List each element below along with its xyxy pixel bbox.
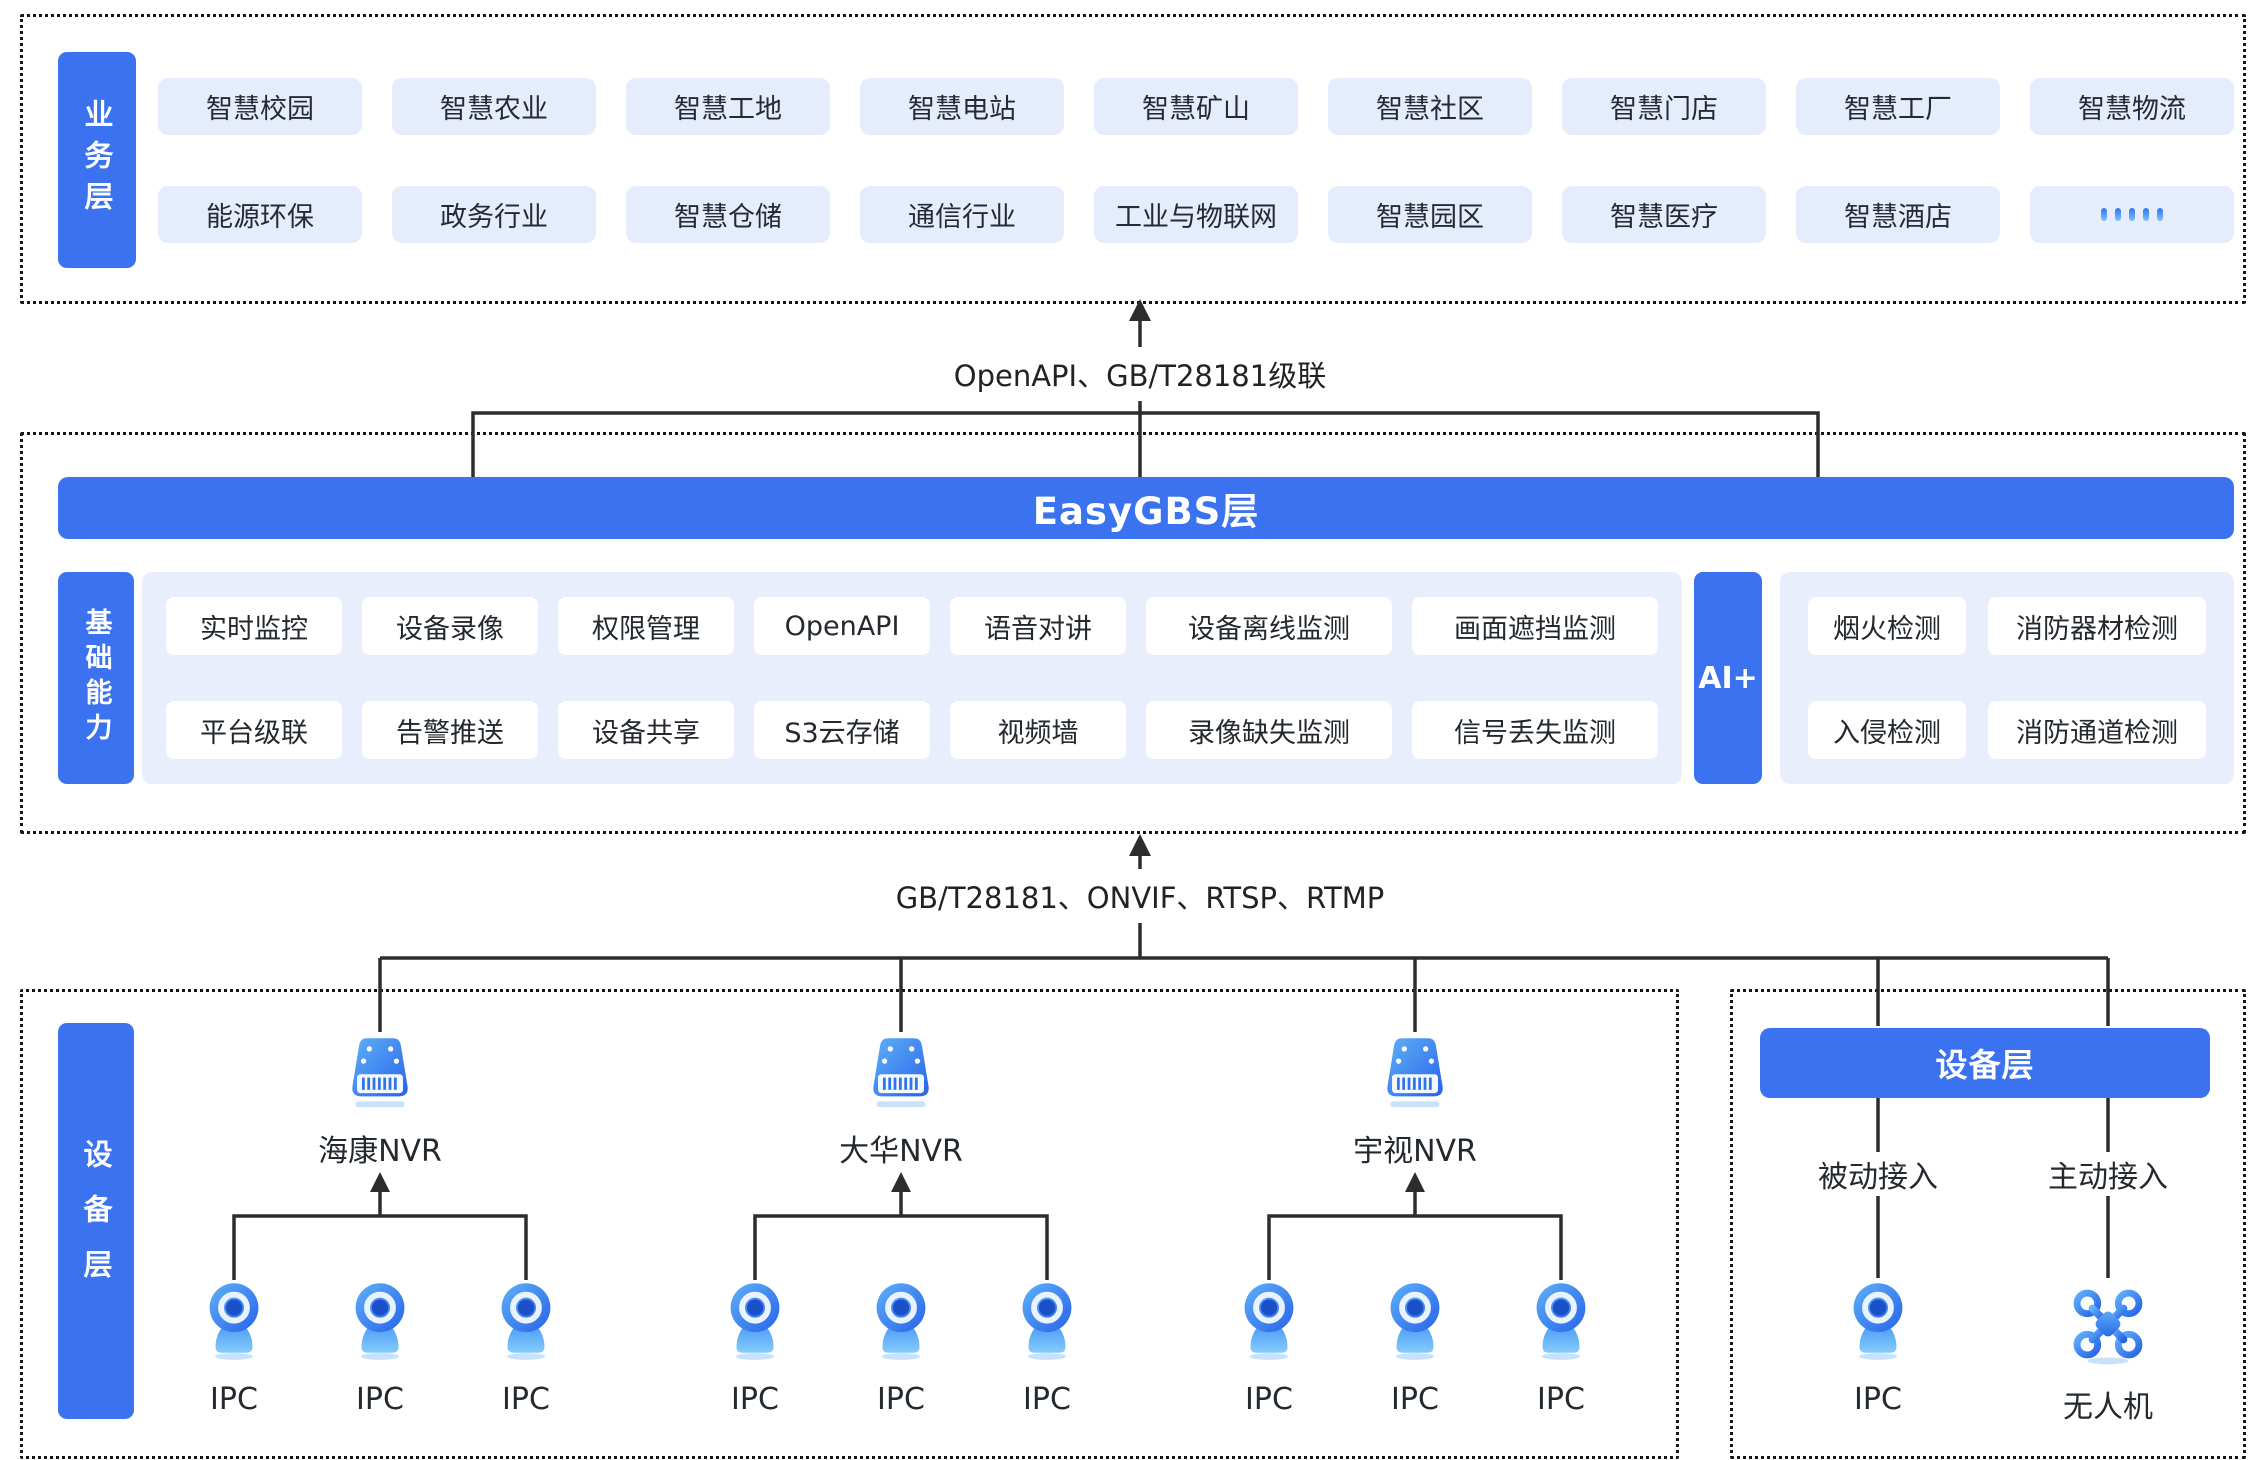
business-chip: 智慧酒店 xyxy=(1796,186,2000,243)
business-chip: 智慧园区 xyxy=(1328,186,1532,243)
ipc-camera-icon xyxy=(864,1278,938,1361)
business-chip: 智慧农业 xyxy=(392,78,596,135)
easygbs-banner: EasyGBS层 xyxy=(58,477,2234,539)
ai-plus-label: AI+ xyxy=(1694,572,1762,784)
business-chip: 工业与物联网 xyxy=(1094,186,1298,243)
ipc-camera-icon xyxy=(343,1278,417,1361)
base-capability-label: 基础能力 xyxy=(58,572,134,784)
ellipsis-dots-icon xyxy=(2030,186,2234,243)
business-chip: 智慧物流 xyxy=(2030,78,2234,135)
capability-chip: 信号丢失监测 xyxy=(1412,701,1658,759)
capability-row: 平台级联 告警推送 设备共享 S3云存储 视频墙 录像缺失监测 信号丢失监测 xyxy=(142,701,1682,759)
ipc-label: IPC xyxy=(1391,1382,1439,1417)
nvr-label: 大华NVR xyxy=(839,1134,963,1169)
business-chip: 政务行业 xyxy=(392,186,596,243)
capability-chip: 设备共享 xyxy=(558,701,734,759)
business-layer-label: 业务层 xyxy=(58,52,136,268)
ipc-label: IPC xyxy=(210,1382,258,1417)
capability-chip: OpenAPI xyxy=(754,597,930,655)
ipc-label: IPC xyxy=(356,1382,404,1417)
ipc-label: IPC xyxy=(1537,1382,1585,1417)
ipc-camera-icon xyxy=(1232,1278,1306,1361)
active-access-label: 主动接入 xyxy=(1998,1152,2218,1196)
capability-chip: 录像缺失监测 xyxy=(1146,701,1392,759)
ai-chip: 消防通道检测 xyxy=(1988,701,2206,759)
capability-chip: S3云存储 xyxy=(754,701,930,759)
device-layer-label: 设备层 xyxy=(58,1023,134,1419)
passive-access-label: 被动接入 xyxy=(1768,1152,1988,1196)
ai-capability-panel: 烟火检测 消防器材检测 入侵检测 消防通道检测 xyxy=(1780,572,2234,784)
business-chip-grid: 智慧校园 智慧农业 智慧工地 智慧电站 智慧矿山 智慧社区 智慧门店 智慧工厂 … xyxy=(158,78,2234,243)
ai-chip: 入侵检测 xyxy=(1808,701,1966,759)
arrow-up-icon xyxy=(1129,834,1151,856)
nvr-label: 宇视NVR xyxy=(1353,1134,1477,1169)
ipc-camera-icon xyxy=(1524,1278,1598,1361)
device-access-header: 设备层 xyxy=(1760,1028,2210,1098)
capability-row: 实时监控 设备录像 权限管理 OpenAPI 语音对讲 设备离线监测 画面遮挡监… xyxy=(142,597,1682,655)
business-chip: 智慧门店 xyxy=(1562,78,1766,135)
ipc-label: IPC xyxy=(1023,1382,1071,1417)
drone-label: 无人机 xyxy=(2063,1390,2153,1425)
business-chip: 能源环保 xyxy=(158,186,362,243)
capability-chip: 告警推送 xyxy=(362,701,538,759)
business-chip: 智慧社区 xyxy=(1328,78,1532,135)
link-label-bottom: GB/T28181、ONVIF、RTSP、RTMP xyxy=(820,869,1460,923)
capability-chip: 画面遮挡监测 xyxy=(1412,597,1658,655)
business-chip: 智慧仓储 xyxy=(626,186,830,243)
business-chip: 智慧工地 xyxy=(626,78,830,135)
drone-icon xyxy=(2065,1281,2151,1367)
nvr-device-icon xyxy=(1374,1030,1456,1112)
base-capability-panel: 实时监控 设备录像 权限管理 OpenAPI 语音对讲 设备离线监测 画面遮挡监… xyxy=(142,572,1682,784)
ipc-label: IPC xyxy=(731,1382,779,1417)
nvr-device-icon xyxy=(339,1030,421,1112)
ipc-label: IPC xyxy=(502,1382,550,1417)
ipc-camera-icon xyxy=(1841,1278,1915,1361)
business-chip: 智慧医疗 xyxy=(1562,186,1766,243)
nvr-label: 海康NVR xyxy=(318,1134,442,1169)
capability-chip: 设备离线监测 xyxy=(1146,597,1392,655)
business-chip: 智慧矿山 xyxy=(1094,78,1298,135)
business-chip: 通信行业 xyxy=(860,186,1064,243)
capability-chip: 视频墙 xyxy=(950,701,1126,759)
ipc-label: IPC xyxy=(1854,1382,1902,1417)
ipc-camera-icon xyxy=(718,1278,792,1361)
ai-row: 烟火检测 消防器材检测 xyxy=(1780,597,2234,655)
ipc-label: IPC xyxy=(877,1382,925,1417)
ipc-camera-icon xyxy=(197,1278,271,1361)
ipc-camera-icon xyxy=(1378,1278,1452,1361)
ipc-label: IPC xyxy=(1245,1382,1293,1417)
nvr-device-icon xyxy=(860,1030,942,1112)
link-label-top: OpenAPI、GB/T28181级联 xyxy=(820,347,1460,401)
capability-chip: 平台级联 xyxy=(166,701,342,759)
ipc-camera-icon xyxy=(489,1278,563,1361)
capability-chip: 语音对讲 xyxy=(950,597,1126,655)
business-chip: 智慧工厂 xyxy=(1796,78,2000,135)
capability-chip: 权限管理 xyxy=(558,597,734,655)
ai-row: 入侵检测 消防通道检测 xyxy=(1780,701,2234,759)
ai-chip: 烟火检测 xyxy=(1808,597,1966,655)
business-layer-box xyxy=(20,14,2246,304)
capability-chip: 实时监控 xyxy=(166,597,342,655)
ai-chip: 消防器材检测 xyxy=(1988,597,2206,655)
business-chip: 智慧校园 xyxy=(158,78,362,135)
capability-chip: 设备录像 xyxy=(362,597,538,655)
business-chip: 智慧电站 xyxy=(860,78,1064,135)
ipc-camera-icon xyxy=(1010,1278,1084,1361)
